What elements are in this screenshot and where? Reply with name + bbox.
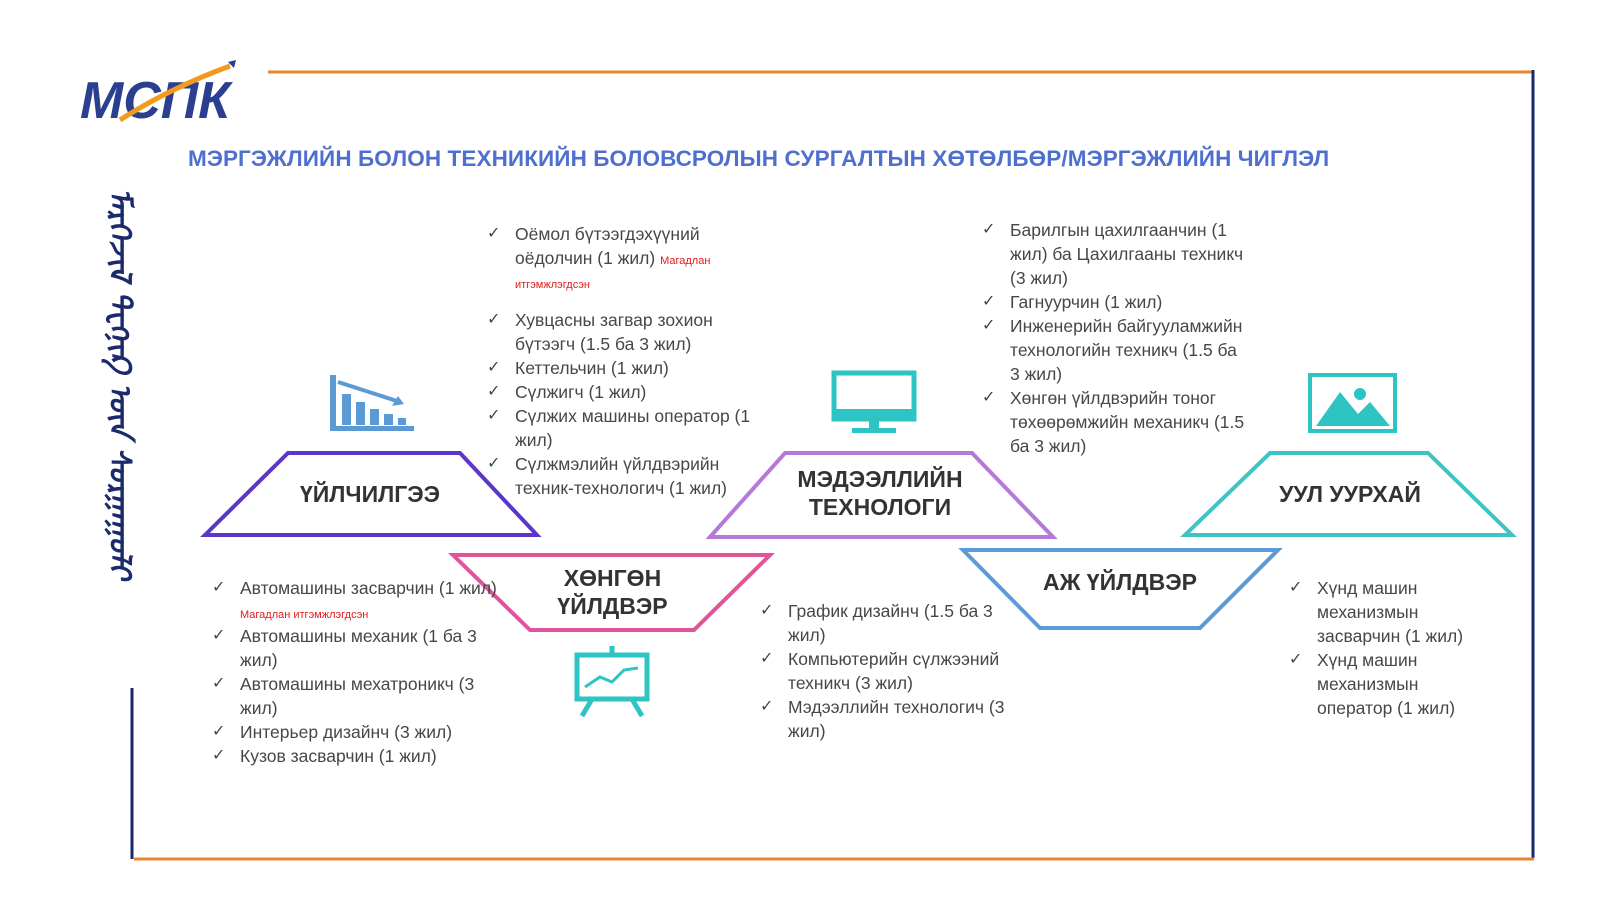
- check-icon: ✓: [982, 293, 996, 310]
- list-item: ✓Мэдээллийн технологич (3 жил): [760, 697, 1005, 741]
- sector-label-light-industry: ХӨНГӨН ҮЙЛДВЭР: [557, 565, 668, 619]
- sector-label-industry: АЖ ҮЙЛДВЭР: [1043, 569, 1197, 595]
- list-item: ✓Кеттельчин (1 жил): [487, 358, 669, 378]
- sector-label-services: ҮЙЛЧИЛГЭЭ: [299, 481, 441, 507]
- sector-shape-services: [200, 451, 542, 537]
- monitor-icon: [831, 370, 917, 433]
- check-icon: ✓: [982, 389, 996, 406]
- list-item: ✓График дизайнч (1.5 ба 3 жил): [760, 601, 993, 645]
- accreditation-note: Магадлан итгэмжлэгдсэн: [515, 255, 711, 291]
- list-item: ✓Интерьер дизайнч (3 жил): [212, 722, 453, 742]
- check-icon: ✓: [212, 627, 226, 644]
- bar-chart-icon: [330, 375, 414, 431]
- list-item: ✓Оёмол бүтээгдэхүүний оёдолчин (1 жил) М…: [487, 224, 711, 291]
- check-icon: ✓: [760, 602, 774, 619]
- check-icon: ✓: [212, 675, 226, 692]
- sector-shape-industry: [958, 548, 1283, 630]
- check-icon: ✓: [212, 747, 226, 764]
- list-item: ✓Автомашины засварчин (1 жил) Магадлан и…: [212, 578, 497, 621]
- list-item: ✓Автомашины механик (1 ба 3 жил): [212, 626, 477, 670]
- list-item: ✓Кузов засварчин (1 жил): [212, 746, 437, 766]
- logo-swoosh: [118, 63, 231, 123]
- presentation-board-icon: [574, 646, 650, 718]
- check-icon: ✓: [487, 407, 501, 424]
- list-item: ✓Хувцасны загвар зохион бүтээгч (1.5 ба …: [487, 310, 713, 354]
- list-item: ✓Сүлжих машины оператор (1 жил): [487, 406, 751, 450]
- check-icon: ✓: [212, 723, 226, 740]
- list-item: ✓Сүлжигч (1 жил): [487, 382, 647, 402]
- list-item: ✓Хүнд машин механизмын засварчин (1 жил): [1289, 578, 1464, 646]
- check-icon: ✓: [1289, 579, 1303, 596]
- sector-label-mining: УУЛ УУРХАЙ: [1279, 481, 1421, 507]
- check-icon: ✓: [982, 221, 996, 238]
- list-mining: ✓Хүнд машин механизмын засварчин (1 жил)…: [1287, 576, 1497, 720]
- check-icon: ✓: [212, 579, 226, 596]
- list-item: ✓Хөнгөн үйлдвэрийн тоног төхөөрөмжийн ме…: [982, 388, 1245, 456]
- list-item: ✓Гагнуурчин (1 жил): [982, 292, 1163, 312]
- check-icon: ✓: [487, 455, 501, 472]
- list-item: ✓Сүлжмэлийн үйлдвэрийн техник-технологич…: [487, 454, 727, 498]
- list-services: ✓Автомашины засварчин (1 жил) Магадлан и…: [210, 576, 500, 768]
- accreditation-note: Магадлан итгэмжлэгдсэн: [240, 609, 369, 621]
- pen-nib-icon: [228, 60, 236, 68]
- check-icon: ✓: [487, 359, 501, 376]
- check-icon: ✓: [760, 650, 774, 667]
- check-icon: ✓: [487, 225, 501, 242]
- check-icon: ✓: [982, 317, 996, 334]
- list-item: ✓Автомашины мехатроникч (3 жил): [212, 674, 475, 718]
- check-icon: ✓: [487, 311, 501, 328]
- list-it: ✓График дизайнч (1.5 ба 3 жил) ✓Компьюте…: [758, 599, 1018, 743]
- check-icon: ✓: [1289, 651, 1303, 668]
- check-icon: ✓: [487, 383, 501, 400]
- list-industry: ✓Барилгын цахилгаанчин (1 жил) ба Цахилг…: [980, 218, 1248, 458]
- list-light-industry: ✓Оёмол бүтээгдэхүүний оёдолчин (1 жил) М…: [485, 222, 775, 500]
- list-item: ✓Компьютерийн сүлжээний техникч (3 жил): [760, 649, 1000, 693]
- image-icon: [1308, 373, 1397, 433]
- sector-label-it: МЭДЭЭЛЛИЙН ТЕХНОЛОГИ: [797, 466, 963, 520]
- sector-shape-it: [705, 451, 1058, 539]
- list-item: ✓Барилгын цахилгаанчин (1 жил) ба Цахилг…: [982, 220, 1244, 288]
- page-title: МЭРГЭЖЛИЙН БОЛОН ТЕХНИКИЙН БОЛОВСРОЛЫН С…: [188, 146, 1330, 171]
- sector-shape-mining: [1180, 451, 1517, 537]
- check-icon: ✓: [760, 698, 774, 715]
- logo: MCПК: [80, 58, 240, 130]
- sector-shape-light-industry: [448, 553, 775, 632]
- list-item: ✓Хүнд машин механизмын оператор (1 жил): [1289, 650, 1456, 718]
- list-item: ✓Инженерийн байгууламжийн технологийн те…: [982, 316, 1243, 384]
